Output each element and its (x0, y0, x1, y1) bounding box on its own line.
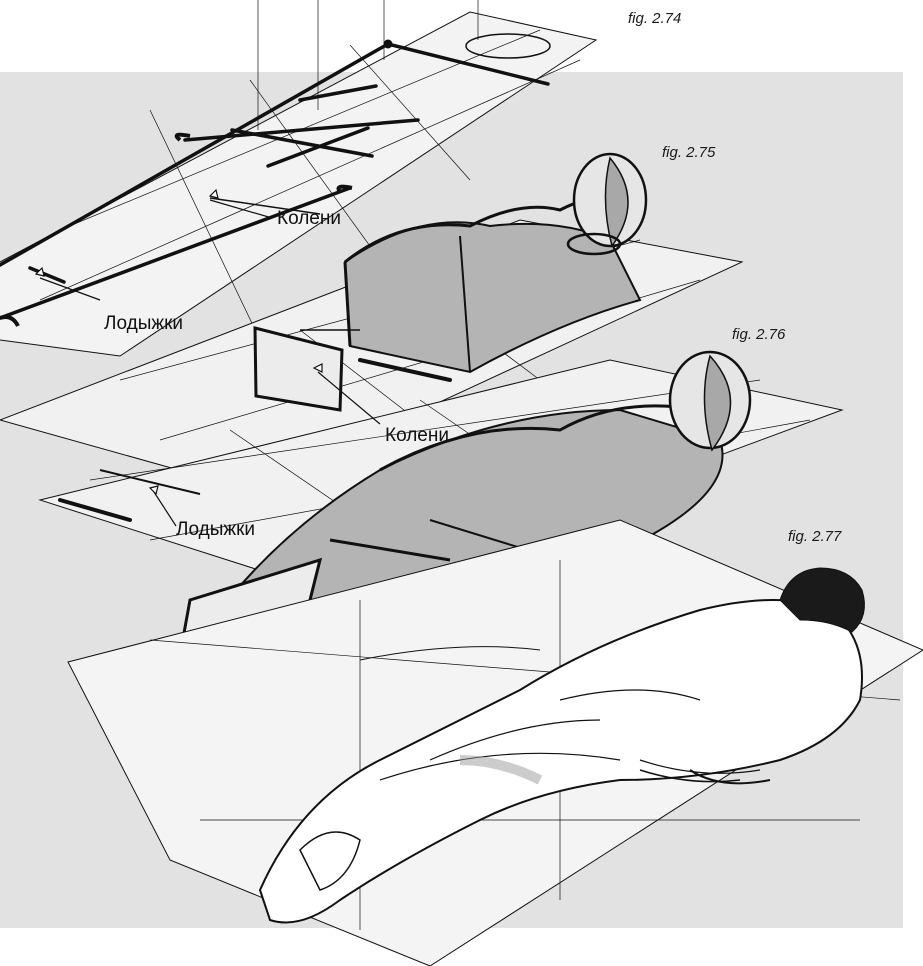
fig-277-caption: fig. 2.77 (788, 528, 842, 545)
fig-277-drawing (67, 519, 923, 966)
hair (779, 567, 865, 633)
fig-274-ground-plane (0, 11, 598, 357)
knees-label-1: Колени (277, 208, 341, 229)
fig-274-drawing (0, 0, 598, 357)
ankles-label-1: Лодыжки (104, 313, 183, 334)
fig-274-caption: fig. 2.74 (628, 10, 682, 27)
ankles-label-2: Лодыжки (176, 519, 255, 540)
label-leaders (34, 188, 381, 527)
fig-275-drawing (0, 152, 744, 491)
knees-label-2: Колени (385, 425, 449, 446)
fig-275-caption: fig. 2.75 (662, 144, 716, 161)
fig-276-caption: fig. 2.76 (732, 326, 786, 343)
